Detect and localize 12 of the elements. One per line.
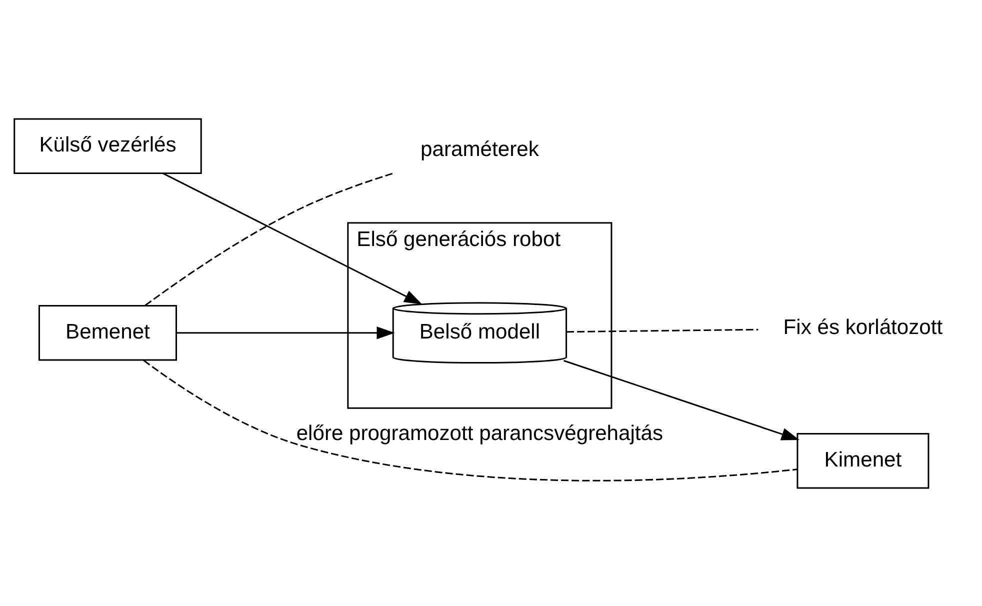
connector: [143, 359, 798, 481]
edge-label: előre programozott parancsvégrehajtás: [296, 422, 664, 445]
node-box: Kimenet: [796, 432, 930, 488]
node-box: Bemenet: [38, 304, 178, 360]
arrow: [162, 172, 422, 304]
node-text: paraméterek: [420, 138, 539, 161]
arrow: [176, 326, 395, 339]
node-text: Fix és korlátozott: [783, 315, 943, 338]
connector: [566, 328, 758, 332]
node-box: Külső vezérlés: [14, 118, 202, 174]
arrow: [563, 359, 800, 440]
connector: [144, 172, 395, 306]
